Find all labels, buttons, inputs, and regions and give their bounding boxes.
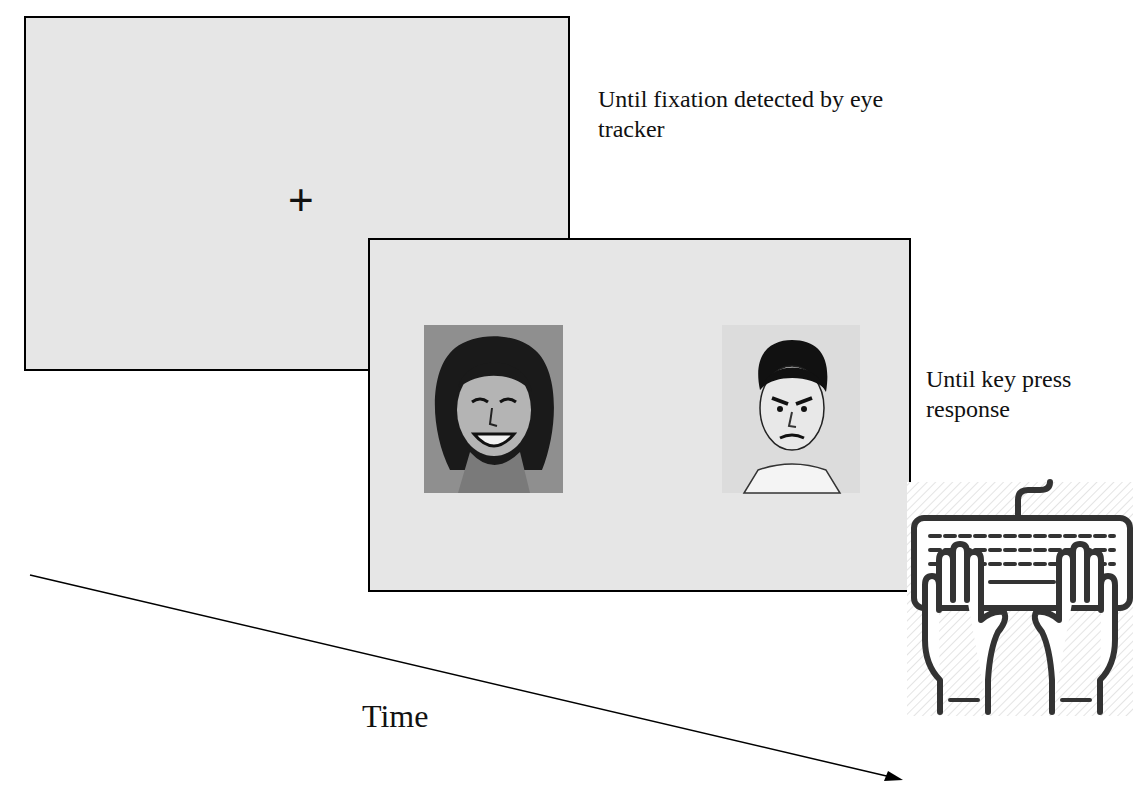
happy-face-photo-part [474,434,514,446]
keyboard-icon [907,482,1133,716]
fixation-cross: + [288,178,314,222]
angry-face-photo-part [777,406,783,412]
time-arrow-part [30,575,895,778]
happy-face-photo-part [490,408,497,426]
keyboard-icon-part [1062,698,1090,702]
keyboard-icon-part [925,544,1005,712]
keyboard-icon-part [1018,482,1050,518]
happy-face-photo-part [458,452,530,493]
happy-face-photo [424,325,563,493]
axis-label: Time [362,696,502,736]
angry-face-photo-part [722,325,860,493]
happy-face-photo-part [458,363,532,392]
happy-face-photo-part [500,399,516,402]
stimulus-screen [369,239,910,591]
angry-face-photo-part [796,398,812,404]
angry-face-photo-part [744,464,840,493]
keyboard-icon-part-part [930,534,1114,538]
angry-face-photo-part [801,406,807,412]
timing-note: Until key press response [926,364,1132,424]
time-arrow [30,575,903,781]
angry-face-photo-part [789,412,796,427]
keyboard-icon-part [1035,544,1115,712]
angry-face-photo-part [772,398,788,404]
angry-face-photo-part [760,368,826,391]
angry-face-photo [722,325,860,493]
angry-face-photo-part [780,435,804,438]
happy-face-photo-part [424,325,563,493]
keyboard-icon-part [950,698,978,702]
happy-face-photo-part [435,336,554,470]
keyboard-icon-part [907,482,1133,716]
time-arrow-part [884,771,903,781]
keyboard-icon-part-part [990,580,1054,584]
stimulus-screen-part [369,239,910,591]
happy-face-photo-part [472,399,488,402]
timing-note: Until fixation detected by eye tracker [598,84,910,144]
